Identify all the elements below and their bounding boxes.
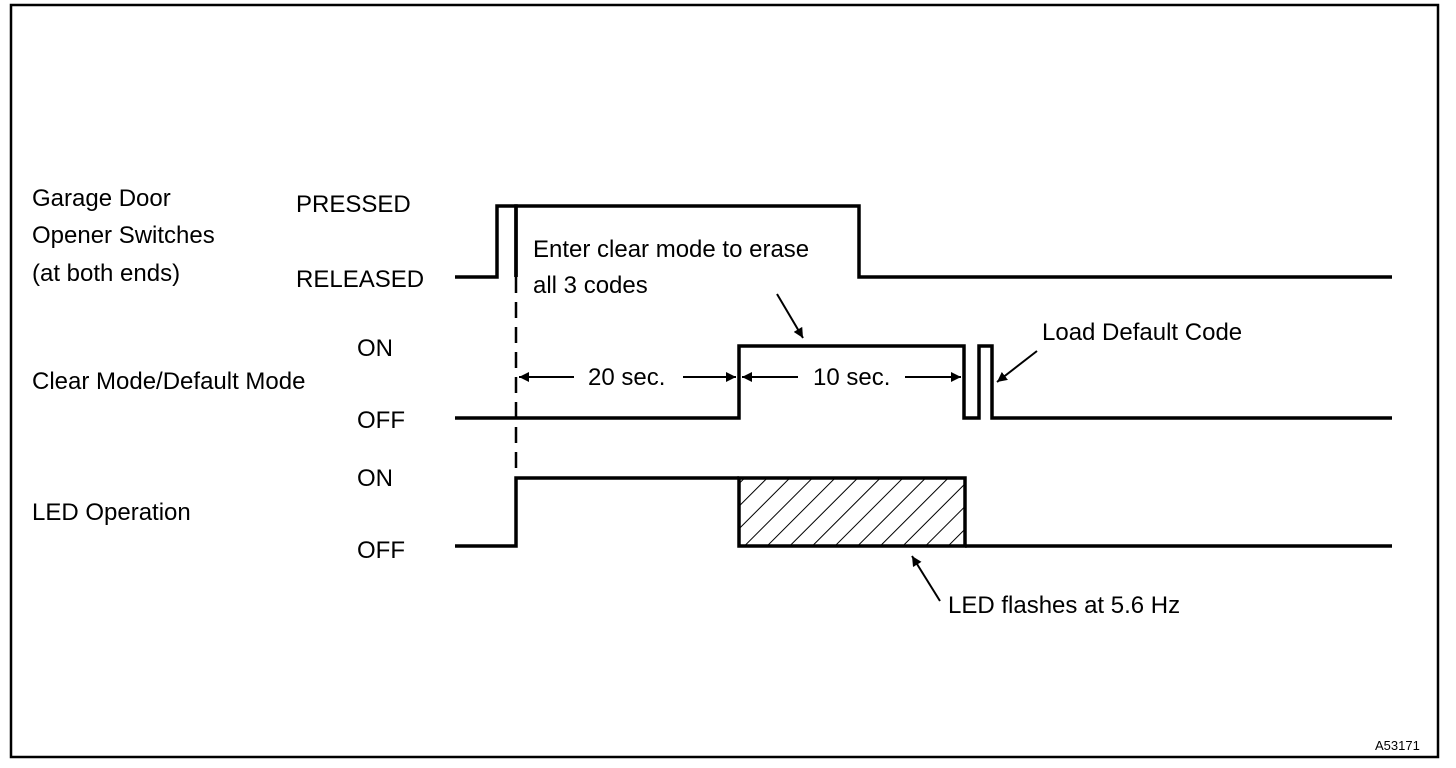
clear-mode-note-line-2: all 3 codes [533,272,648,299]
signal-3-high-label: ON [357,465,393,492]
signal-1-name-line-3: (at both ends) [32,260,180,287]
signal-1-low-label: RELEASED [296,266,424,293]
led-flash-pointer-arrow [911,555,941,602]
figure-reference-code: A53171 [1375,738,1420,753]
signal-1-high-label: PRESSED [296,191,411,218]
clear-mode-pointer-arrow [776,293,804,339]
signal-1-waveform-main [514,204,1392,279]
load-default-pointer-arrow [996,350,1038,383]
signal-1-waveform-start [455,204,518,279]
led-flash-note: LED flashes at 5.6 Hz [948,592,1180,619]
signal-1-name-line-1: Garage Door [32,185,171,212]
signal-2-low-label: OFF [357,407,405,434]
interval-2-label: 10 sec. [813,364,890,391]
load-default-note: Load Default Code [1042,319,1242,346]
signal-2-waveform [455,344,1392,420]
signal-2-name: Clear Mode/Default Mode [32,368,305,395]
led-flash-region [737,476,967,548]
signal-2-high-label: ON [357,335,393,362]
interval-1-label: 20 sec. [588,364,665,391]
signal-3-low-label: OFF [357,537,405,564]
diagram-frame [9,3,1440,759]
clear-mode-note-line-1: Enter clear mode to erase [533,236,809,263]
signal-3-name: LED Operation [32,499,191,526]
signal-1-name-line-2: Opener Switches [32,222,215,249]
signal-3-waveform [455,476,739,548]
